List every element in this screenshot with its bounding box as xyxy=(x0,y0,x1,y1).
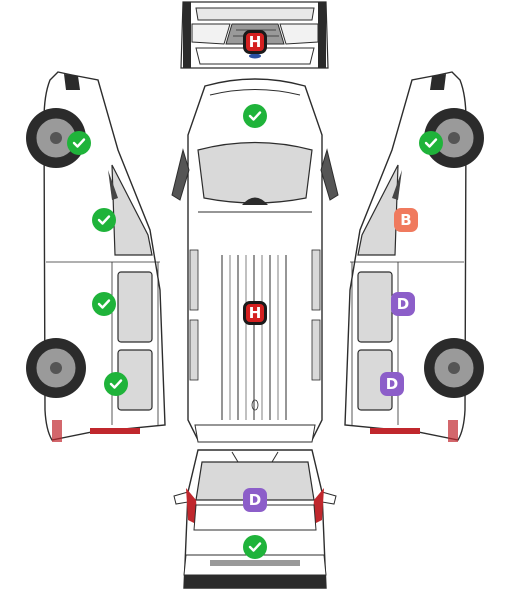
right-front-door-marker[interactable]: B xyxy=(394,208,418,232)
check-icon xyxy=(97,299,111,309)
van-right-side-icon xyxy=(344,71,484,442)
left-rear-panel-marker[interactable] xyxy=(104,372,128,396)
right-sliding-door-marker[interactable]: D xyxy=(391,292,415,316)
left-sliding-door-marker[interactable] xyxy=(92,292,116,316)
bonnet-marker[interactable] xyxy=(243,104,267,128)
check-icon xyxy=(72,138,86,148)
check-icon xyxy=(248,542,262,552)
van-front-icon xyxy=(180,1,329,69)
check-icon xyxy=(248,111,262,121)
roof-marker[interactable]: H xyxy=(243,301,267,325)
right-front-wheel-marker[interactable] xyxy=(419,131,443,155)
van-left-side-icon xyxy=(26,71,166,442)
check-icon xyxy=(109,379,123,389)
check-icon xyxy=(424,138,438,148)
van-rear-icon xyxy=(173,449,337,589)
left-front-door-marker[interactable] xyxy=(92,208,116,232)
right-rear-panel-marker[interactable]: D xyxy=(380,372,404,396)
rear-window-marker[interactable]: D xyxy=(243,488,267,512)
check-icon xyxy=(97,215,111,225)
front-bumper-marker[interactable]: H xyxy=(243,30,267,54)
van-top-icon xyxy=(171,78,339,443)
left-front-wheel-marker[interactable] xyxy=(67,131,91,155)
rear-bumper-marker[interactable] xyxy=(243,535,267,559)
